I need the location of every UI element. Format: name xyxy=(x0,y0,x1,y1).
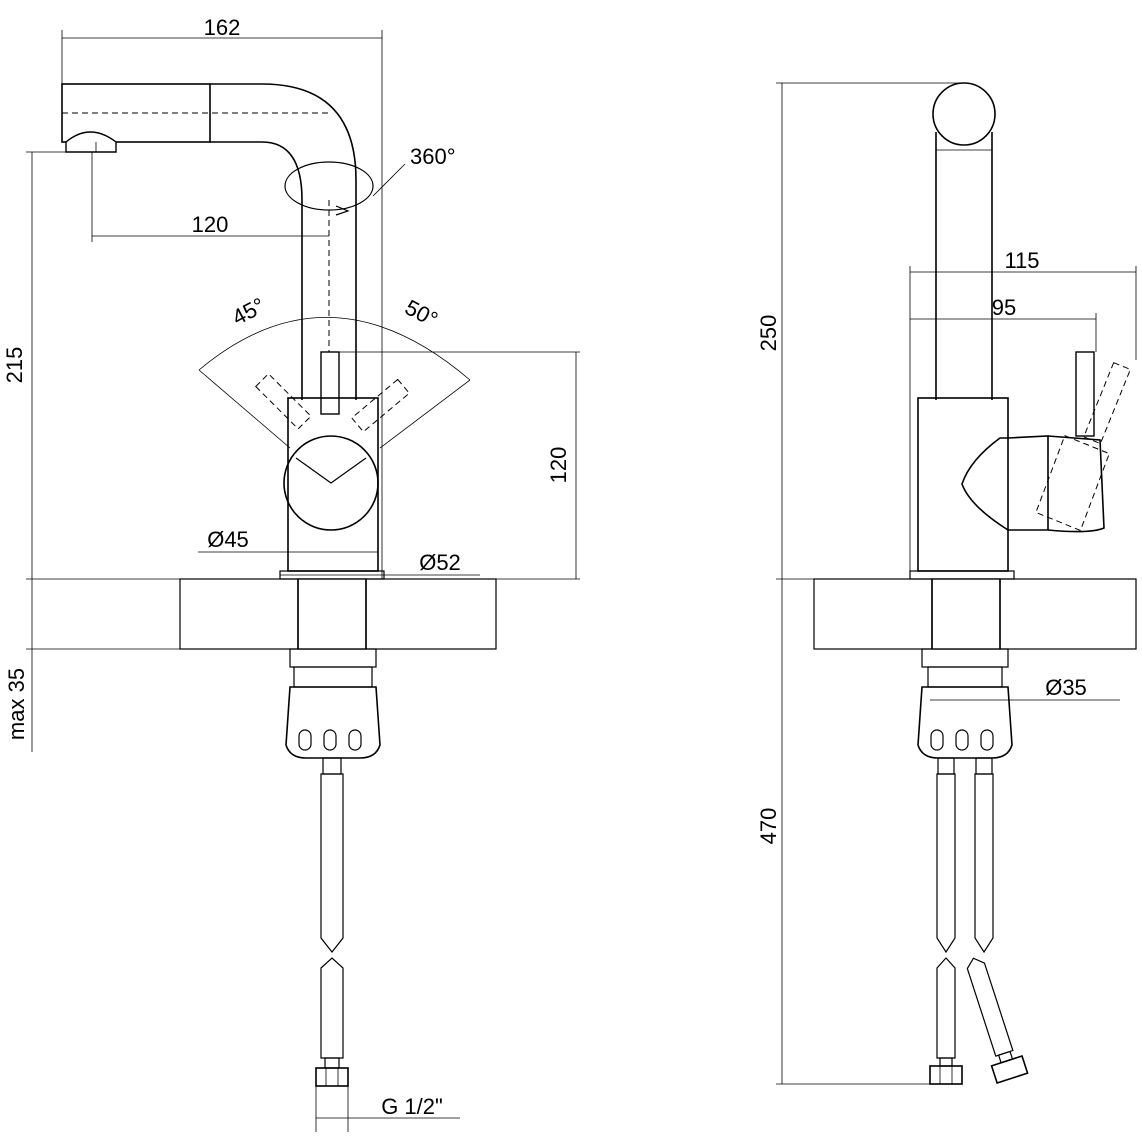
front-hose xyxy=(315,757,349,1087)
side-body xyxy=(909,351,1132,580)
side-countertop xyxy=(813,578,1137,650)
front-fitting xyxy=(285,648,381,759)
side-dimension-lines xyxy=(776,82,1137,1085)
dim-body-height: 120 xyxy=(546,447,571,484)
dim-hose-length: 470 xyxy=(756,808,781,845)
dim-spout-height: 250 xyxy=(756,315,781,352)
dim-max-deck-thickness: max 35 xyxy=(4,668,29,740)
front-lever xyxy=(255,351,411,433)
front-dimension-lines xyxy=(26,30,580,1132)
dim-lever-reach-total: 115 xyxy=(1004,248,1039,273)
front-countertop xyxy=(179,578,497,650)
side-hoses xyxy=(929,757,1029,1085)
dim-total-height: 215 xyxy=(2,347,27,384)
side-spout xyxy=(932,82,996,400)
dim-spout-reach: 120 xyxy=(192,212,229,237)
dim-right-lever-angle: 50° xyxy=(401,295,442,333)
side-view: 250 115 95 Ø35 470 xyxy=(756,82,1137,1085)
dim-lever-reach: 95 xyxy=(992,295,1016,320)
dim-swivel-angle: 360° xyxy=(410,144,456,169)
side-fitting xyxy=(917,648,1013,759)
dim-body-diameter: Ø45 xyxy=(207,527,249,552)
dim-left-lever-angle: 45° xyxy=(228,293,269,331)
dim-base-diameter: Ø52 xyxy=(419,550,461,575)
dim-hose-connection: G 1/2" xyxy=(381,1094,443,1119)
dim-shank-diameter: Ø35 xyxy=(1045,675,1087,700)
dim-overall-reach: 162 xyxy=(204,15,241,40)
front-spout xyxy=(61,83,374,400)
front-view: 162 120 360° 45° 50° 215 120 Ø45 Ø52 max… xyxy=(2,15,580,1132)
